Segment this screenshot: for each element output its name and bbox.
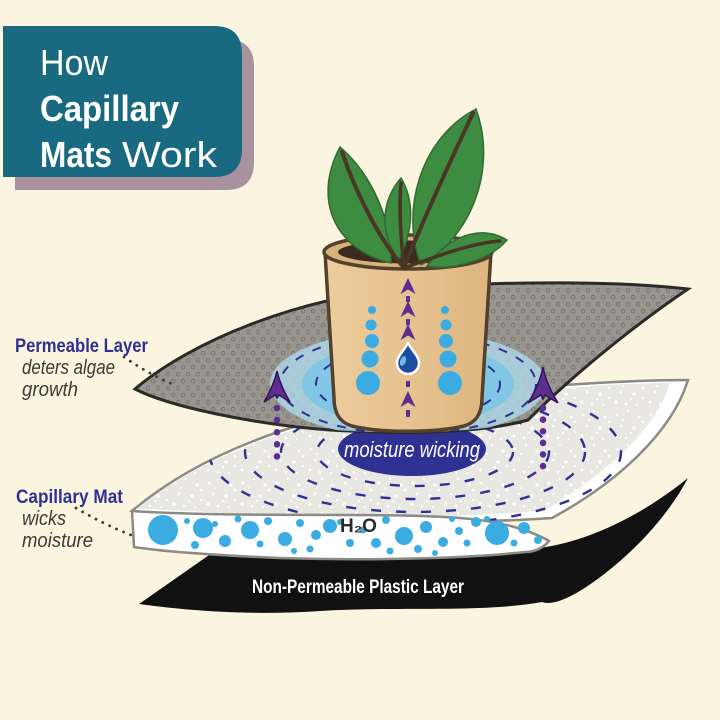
arrow-up-icon <box>527 366 559 404</box>
capillary-label-desc1: wicks <box>22 508 66 530</box>
moisture-wicking-label: moisture wicking <box>344 437 481 462</box>
wicking-arrow-right <box>527 366 559 480</box>
label-permeable: Permeable Layer deters algae growth <box>15 336 179 401</box>
capillary-flow <box>356 278 462 417</box>
plant-pot <box>322 107 509 433</box>
title-line3-rest: Work <box>122 134 218 175</box>
mat-front-edge <box>130 509 551 561</box>
leader-dots-capillary <box>74 506 133 537</box>
rising-bubbles-left <box>356 306 380 395</box>
non-permeable-layer-label: Non-Permeable Plastic Layer <box>252 577 464 598</box>
title-line2: Capillary <box>40 88 179 129</box>
title-line3-bold: Mats <box>40 134 112 175</box>
title-badge: How Capillary Mats Work <box>3 26 254 190</box>
flow-arrowheads <box>400 278 416 407</box>
leaf-right <box>412 107 485 267</box>
permeable-label-title: Permeable Layer <box>15 336 149 357</box>
permeable-label-desc1: deters algae <box>22 357 115 379</box>
title-box <box>3 26 242 177</box>
plant <box>327 107 509 270</box>
title-line1: How <box>40 42 109 83</box>
moisture-wicking-ellipse <box>338 422 486 476</box>
label-capillary: Capillary Mat wicks moisture <box>16 487 133 552</box>
capillary-mat-layer: moisture wicking H₂O <box>129 378 690 561</box>
h2o-label: H₂O <box>340 516 377 537</box>
arrow-up-icon <box>263 370 291 403</box>
permeable-label-desc2: growth <box>22 379 78 401</box>
wicking-arrow-left <box>263 370 291 466</box>
capillary-label-desc2: moisture <box>22 530 93 552</box>
rising-bubbles-right <box>438 306 462 395</box>
water-drop-icon <box>395 340 421 376</box>
leaf-middle <box>384 176 412 262</box>
water-bubbles <box>148 515 542 556</box>
capillary-label-title: Capillary Mat <box>16 487 124 508</box>
stems <box>340 111 502 270</box>
leader-dots-permeable <box>122 355 179 388</box>
